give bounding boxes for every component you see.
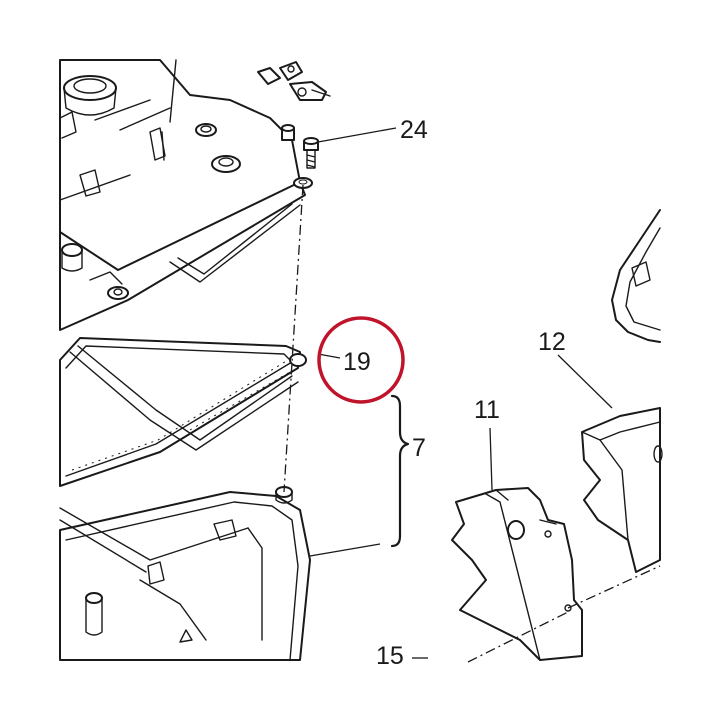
highlight-circle bbox=[317, 316, 405, 404]
alignment-lines bbox=[283, 184, 661, 663]
upper-housing bbox=[59, 59, 313, 331]
curved-bracket bbox=[611, 209, 661, 343]
screw-part-24 bbox=[303, 137, 319, 169]
callout-12: 12 bbox=[538, 328, 566, 356]
callout-11: 11 bbox=[474, 396, 500, 424]
leader-lines bbox=[309, 127, 613, 659]
bracket-part-12 bbox=[581, 407, 663, 573]
callout-7: 7 bbox=[412, 434, 426, 462]
brace-part-7 bbox=[390, 394, 410, 548]
callout-15: 15 bbox=[376, 642, 404, 670]
lower-tray-part-7 bbox=[59, 486, 311, 661]
callout-24: 24 bbox=[400, 116, 428, 144]
callout-19: 19 bbox=[343, 348, 371, 376]
gasket-part-19 bbox=[59, 337, 307, 487]
plate-part-11 bbox=[451, 487, 583, 661]
connector-terminals bbox=[161, 59, 331, 161]
